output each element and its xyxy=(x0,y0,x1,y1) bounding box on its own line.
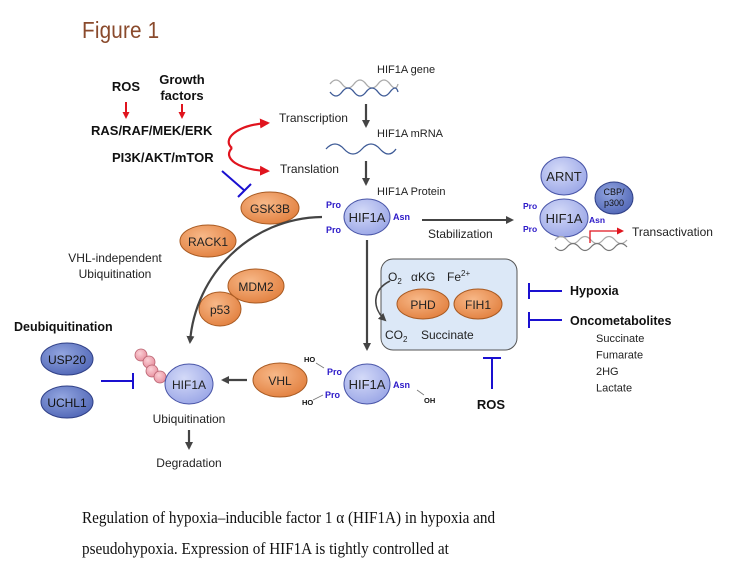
figure-title: Figure 1 xyxy=(82,17,160,43)
hif1a-gene-label: HIF1A gene xyxy=(377,64,435,76)
ho-upper: HO xyxy=(304,355,315,364)
growth-factors-label-line1: Growth xyxy=(159,72,205,87)
phd-node: PHD xyxy=(396,288,450,320)
hif1a-protein-label: HIF1A Protein xyxy=(377,186,445,198)
cbp-text: CBP/ xyxy=(603,187,625,197)
hydroxylated-hif1a-node: HIF1A xyxy=(343,363,391,405)
pro-residue-upper: Pro xyxy=(326,200,342,210)
uchl1-text: UCHL1 xyxy=(47,396,87,410)
caption-line-2: pseudohypoxia. Expression of HIF1A is ti… xyxy=(82,539,449,558)
ros-label: ROS xyxy=(112,79,141,94)
vhl-independent-ubiquitination-arrow xyxy=(186,215,323,344)
hydroxy-asn: Asn xyxy=(393,380,410,390)
ubiquitin-4 xyxy=(153,370,167,384)
hif1a-complex-text: HIF1A xyxy=(546,211,583,226)
gsk3b-node: GSK3B xyxy=(240,191,300,225)
pi3k-akt-mtor-label: PI3K/AKT/mTOR xyxy=(112,150,214,165)
growth-factors-label-line2: factors xyxy=(160,88,203,103)
usp20-node: USP20 xyxy=(40,342,94,376)
ho-lower: HO xyxy=(302,398,313,407)
fe-label: Fe2+ xyxy=(447,269,470,284)
ubiquitination-label: Ubiquitination xyxy=(153,412,226,426)
translation-activation-arrow xyxy=(227,147,270,176)
transcription-activation-arrow xyxy=(227,118,270,149)
ho-lower-bond xyxy=(312,394,324,401)
vhl-independent-label-line1: VHL-independent xyxy=(68,251,162,265)
hypoxia-label: Hypoxia xyxy=(570,284,620,298)
ros-inhibitor-label: ROS xyxy=(477,397,506,412)
hydroxylated-hif1a-text: HIF1A xyxy=(349,377,386,392)
ubiquitin-1 xyxy=(134,348,148,362)
gsk3b-inhibition-line xyxy=(221,170,246,192)
p53-text: p53 xyxy=(210,303,230,317)
hif1a-protein-node: HIF1A xyxy=(343,198,391,236)
transcription-label: Transcription xyxy=(279,111,348,125)
cbp-p300-node: CBP/ p300 xyxy=(594,181,634,215)
hif1a-mrna-label: HIF1A mRNA xyxy=(377,128,444,140)
succinate-product-label: Succinate xyxy=(421,328,474,342)
arnt-text: ARNT xyxy=(546,169,581,184)
hydroxy-pro-lower: Pro xyxy=(325,390,341,400)
degradation-label: Degradation xyxy=(156,456,221,470)
oncometabolite-item: 2HG xyxy=(596,366,619,378)
deubiquitination-label: Deubiquitination xyxy=(14,320,113,334)
rack1-node: RACK1 xyxy=(179,224,237,258)
p53-node: p53 xyxy=(198,291,242,327)
target-gene-dna-icon xyxy=(554,235,628,252)
asn-residue: Asn xyxy=(393,212,410,222)
ubiquitin-chain xyxy=(134,348,167,384)
hydroxy-pro-upper: Pro xyxy=(327,367,343,377)
stabilization-label: Stabilization xyxy=(428,227,493,241)
complex-asn: Asn xyxy=(589,215,605,225)
rack1-text: RACK1 xyxy=(188,235,228,249)
oh-bond xyxy=(416,389,425,396)
oncometabolites-label: Oncometabolites xyxy=(570,314,671,328)
co2-label: CO2 xyxy=(385,328,408,344)
transactivation-label: Transactivation xyxy=(632,225,713,239)
oncometabolite-item: Lactate xyxy=(596,383,632,395)
ho-upper-bond xyxy=(315,362,325,369)
hif1a-gene-dna-icon xyxy=(329,79,399,97)
fih1-text: FIH1 xyxy=(465,298,491,312)
transactivation-arrow xyxy=(589,227,624,243)
usp20-text: USP20 xyxy=(48,353,86,367)
gsk3b-text: GSK3B xyxy=(250,202,290,216)
caption-line-1: Regulation of hypoxia–inducible factor 1… xyxy=(82,508,496,527)
vhl-node: VHL xyxy=(252,362,308,398)
uchl1-node: UCHL1 xyxy=(40,385,94,419)
complex-pro-lower: Pro xyxy=(523,224,537,234)
o2-label: O2 xyxy=(388,270,402,286)
ubiquitinated-hif1a-node: HIF1A xyxy=(164,363,214,405)
fih1-node: FIH1 xyxy=(453,288,503,320)
p300-text: p300 xyxy=(604,198,624,208)
ras-raf-mek-erk-label: RAS/RAF/MEK/ERK xyxy=(91,123,213,138)
complex-pro-upper: Pro xyxy=(523,201,537,211)
oncometabolite-item: Fumarate xyxy=(596,350,643,362)
hif1a-protein-text: HIF1A xyxy=(349,210,386,225)
vhl-independent-label-line2: Ubiquitination xyxy=(79,267,152,281)
hif1a-regulation-diagram: ROS Growth factors RAS/RAF/MEK/ERK PI3K/… xyxy=(14,64,713,470)
oh-label: OH xyxy=(424,396,435,405)
arnt-node: ARNT xyxy=(540,156,588,196)
phd-text: PHD xyxy=(410,298,436,312)
pro-residue-lower: Pro xyxy=(326,225,342,235)
hif1a-mrna-icon xyxy=(325,143,397,155)
translation-label: Translation xyxy=(280,162,339,176)
gsk3b-inhibition-bar xyxy=(237,183,252,198)
vhl-text: VHL xyxy=(268,374,292,388)
akg-label: αKG xyxy=(411,270,435,284)
mdm2-text: MDM2 xyxy=(238,280,274,294)
oncometabolite-item: Succinate xyxy=(596,333,644,345)
hif1a-complex-node: HIF1A xyxy=(539,198,589,238)
cofactor-conversion-arrow xyxy=(375,280,391,322)
ubiquitinated-hif1a-text: HIF1A xyxy=(172,378,206,392)
mdm2-node: MDM2 xyxy=(227,268,285,304)
